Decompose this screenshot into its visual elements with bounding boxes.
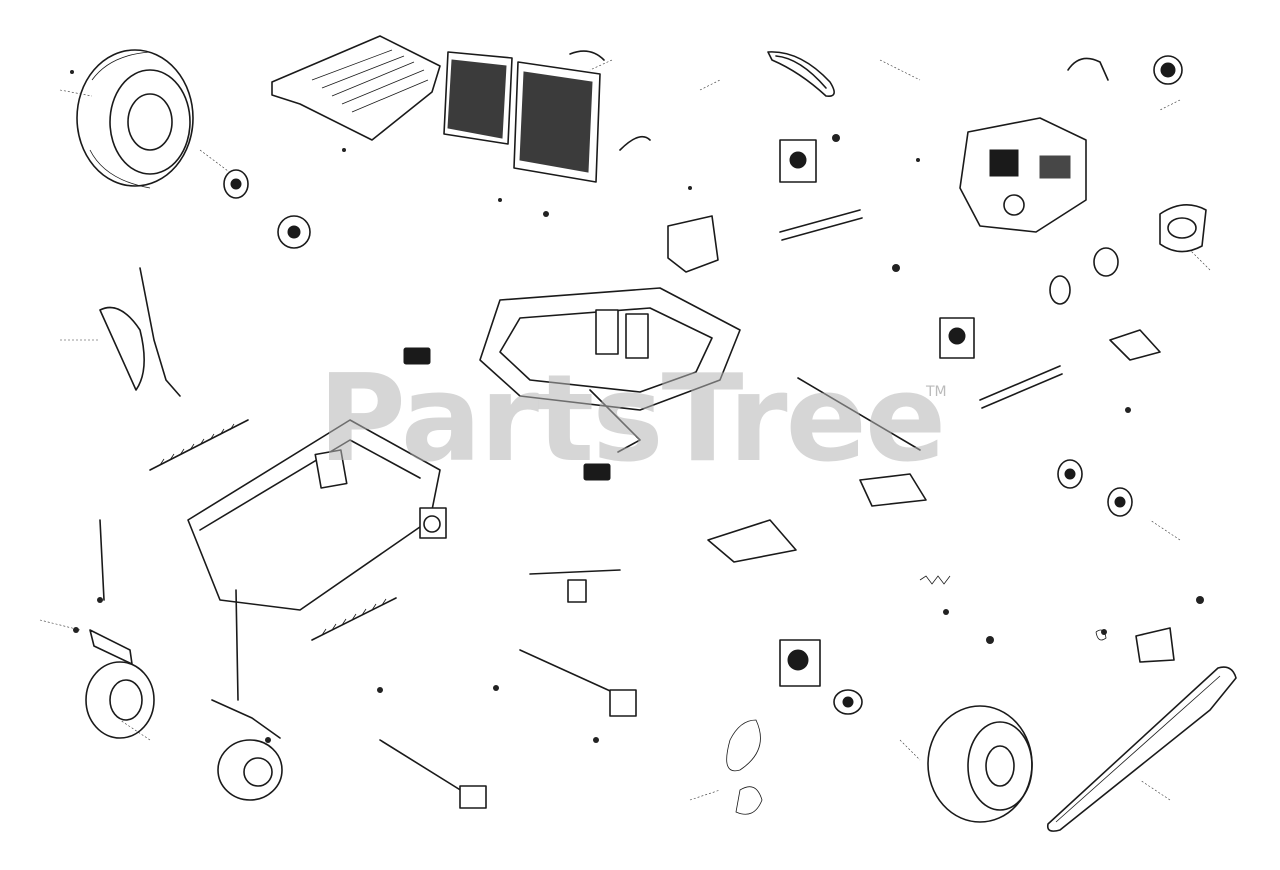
- front-axle[interactable]: [99, 519, 281, 739]
- throttle-cable[interactable]: [726, 719, 763, 815]
- cooling-hose[interactable]: [569, 50, 651, 151]
- seat-mount-plate[interactable]: [707, 519, 797, 563]
- motion-control-lever[interactable]: [99, 267, 181, 397]
- drive-belt-top[interactable]: [767, 51, 835, 98]
- control-linkage[interactable]: [379, 649, 637, 809]
- pivot-bar[interactable]: [797, 377, 927, 507]
- front-wheel-left[interactable]: [85, 661, 155, 739]
- radiator-screen-right[interactable]: [513, 61, 601, 183]
- radiator-screen-left[interactable]: [443, 51, 513, 145]
- bumper-bracket[interactable]: [667, 215, 719, 273]
- deck-lift-pedal[interactable]: [89, 629, 133, 665]
- headlight-right[interactable]: [583, 463, 611, 481]
- idler-pulley-2[interactable]: [1107, 487, 1133, 517]
- threaded-rod-lower[interactable]: [311, 597, 397, 641]
- engine-assembly[interactable]: [959, 117, 1087, 233]
- front-wheel-right[interactable]: [217, 739, 283, 801]
- air-cleaner[interactable]: [1067, 55, 1183, 85]
- idler-pulley-1[interactable]: [1057, 459, 1083, 489]
- mount-bracket-right[interactable]: [1109, 329, 1175, 663]
- spindle-pulley[interactable]: [833, 689, 863, 715]
- rear-wheel-left[interactable]: [76, 49, 194, 189]
- axle-shaft-upper[interactable]: [779, 209, 863, 241]
- tie-rod[interactable]: [529, 569, 621, 603]
- deck-belt[interactable]: [1046, 666, 1237, 832]
- fan-shroud[interactable]: [1159, 204, 1207, 253]
- lower-chassis[interactable]: [187, 419, 447, 611]
- main-frame[interactable]: [479, 287, 741, 453]
- spring[interactable]: [919, 575, 1107, 641]
- hub-assembly[interactable]: [223, 169, 311, 249]
- axle-shaft-lower[interactable]: [979, 365, 1063, 409]
- rear-wheel-right[interactable]: [927, 705, 1033, 823]
- transmission-unit[interactable]: [779, 639, 821, 687]
- hood-panel[interactable]: [271, 35, 441, 141]
- brake-disc[interactable]: [1049, 247, 1119, 305]
- threaded-rod-upper[interactable]: [149, 419, 249, 471]
- headlight-left[interactable]: [403, 347, 431, 365]
- hydro-pump-upper[interactable]: [779, 139, 817, 183]
- hydro-pump-lower[interactable]: [939, 317, 975, 359]
